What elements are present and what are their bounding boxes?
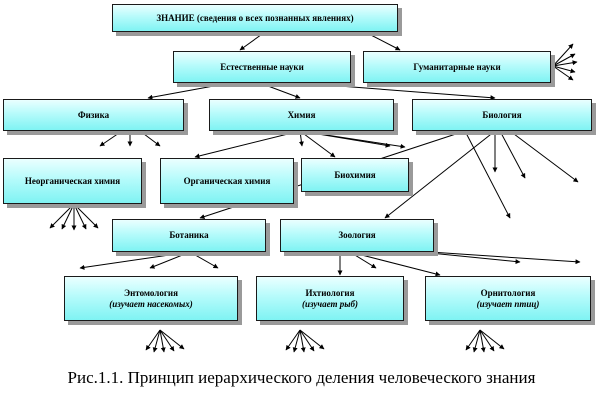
- node-inorganic-chemistry: Неорганическая химия: [3, 158, 142, 204]
- connector-arrow-31: [552, 65, 574, 81]
- connector-arrow-51: [479, 329, 505, 350]
- node-ornithology-label: Орнитология: [480, 288, 536, 299]
- node-chemistry: Химия: [209, 99, 394, 131]
- connector-arrow-26: [429, 251, 581, 265]
- node-biology-label: Биология: [482, 109, 522, 120]
- node-knowledge: ЗНАНИЕ (сведения о всех познанных явлени…: [112, 4, 398, 32]
- connector-arrow-47: [465, 329, 481, 351]
- connector-arrow-24: [349, 251, 377, 269]
- connector-arrow-15: [139, 130, 161, 147]
- node-entomology: Энтомология (изучает насекомых): [64, 276, 238, 321]
- connector-arrow-30: [552, 65, 576, 74]
- node-organic-chemistry-label: Органическая химия: [183, 175, 271, 186]
- connector-arrow-0: [239, 31, 266, 51]
- figure-caption: Рис.1.1. Принцип иерархического деления …: [67, 368, 536, 387]
- node-biology: Биология: [412, 99, 592, 131]
- connector-arrow-16: [298, 130, 304, 147]
- connector-arrow-1: [364, 31, 401, 51]
- node-chemistry-label: Химия: [287, 109, 316, 120]
- connector-arrow-8: [384, 130, 496, 219]
- connector-arrow-3: [259, 82, 301, 99]
- connector-arrow-18: [299, 130, 406, 149]
- connector-arrow-46: [299, 329, 325, 350]
- node-ichthyology-label: Ихтиология: [305, 288, 355, 299]
- node-zoology: Зоология: [280, 219, 434, 252]
- connector-arrow-20: [499, 130, 526, 179]
- node-botany: Ботаника: [112, 219, 266, 252]
- connector-arrow-25: [419, 251, 521, 265]
- node-natural-sciences-label: Естественные науки: [220, 61, 304, 72]
- connector-arrow-40: [159, 329, 175, 352]
- node-biochemistry-label: Биохимия: [334, 169, 376, 180]
- connector-arrow-49: [479, 329, 486, 353]
- connector-arrow-35: [73, 203, 87, 230]
- connector-arrow-43: [292, 329, 301, 353]
- node-ichthyology: Ихтиология (изучает рыб): [256, 276, 404, 321]
- connector-arrow-42: [285, 329, 301, 351]
- connector-arrow-37: [145, 329, 161, 351]
- connector-arrow-32: [49, 203, 75, 229]
- node-inorganic-chemistry-label: Неорганическая химия: [24, 175, 121, 186]
- node-organic-chemistry: Органическая химия: [160, 158, 294, 204]
- connector-arrow-39: [159, 329, 166, 353]
- connector-arrow-6: [299, 130, 336, 158]
- connector-arrow-4: [299, 82, 496, 101]
- connector-arrow-50: [479, 329, 495, 352]
- node-ornithology: Орнитология (изучает птиц): [425, 276, 591, 321]
- connector-arrow-29: [552, 60, 578, 67]
- connector-arrow-13: [99, 130, 123, 147]
- connector-arrow-21: [509, 130, 579, 183]
- connector-arrow-48: [472, 329, 481, 353]
- connector-arrow-36: [73, 203, 99, 229]
- connector-arrow-10: [149, 251, 191, 269]
- connector-arrow-41: [159, 329, 185, 350]
- node-entomology-label: Энтомология: [123, 288, 178, 299]
- node-botany-label: Ботаника: [169, 230, 209, 241]
- node-entomology-note: (изучает насекомых): [109, 298, 193, 309]
- connector-arrow-45: [299, 329, 315, 352]
- connector-arrow-11: [349, 251, 441, 277]
- node-humanities-label: Гуманитарные науки: [413, 61, 501, 72]
- connector-arrow-22: [464, 130, 511, 219]
- node-humanities: Гуманитарные науки: [363, 51, 551, 83]
- connector-arrow-23: [189, 251, 219, 269]
- node-physics-label: Физика: [77, 109, 110, 120]
- node-natural-sciences: Естественные науки: [173, 51, 351, 83]
- node-physics: Физика: [3, 99, 184, 131]
- node-biochemistry: Биохимия: [301, 158, 409, 192]
- connector-arrow-28: [552, 53, 576, 67]
- node-ornithology-note: (изучает птиц): [476, 298, 540, 309]
- connector-arrow-44: [299, 329, 306, 353]
- connector-arrow-9: [79, 251, 191, 270]
- node-knowledge-label: ЗНАНИЕ (сведения о всех познанных явлени…: [156, 12, 354, 23]
- node-ichthyology-note: (изучает рыб): [301, 298, 359, 309]
- connector-arrow-33: [61, 203, 75, 230]
- node-zoology-label: Зоология: [338, 230, 376, 241]
- connector-arrow-38: [152, 329, 161, 353]
- connector-arrow-27: [552, 43, 574, 67]
- connector-arrow-5: [194, 130, 301, 159]
- connector-arrow-2: [147, 82, 231, 100]
